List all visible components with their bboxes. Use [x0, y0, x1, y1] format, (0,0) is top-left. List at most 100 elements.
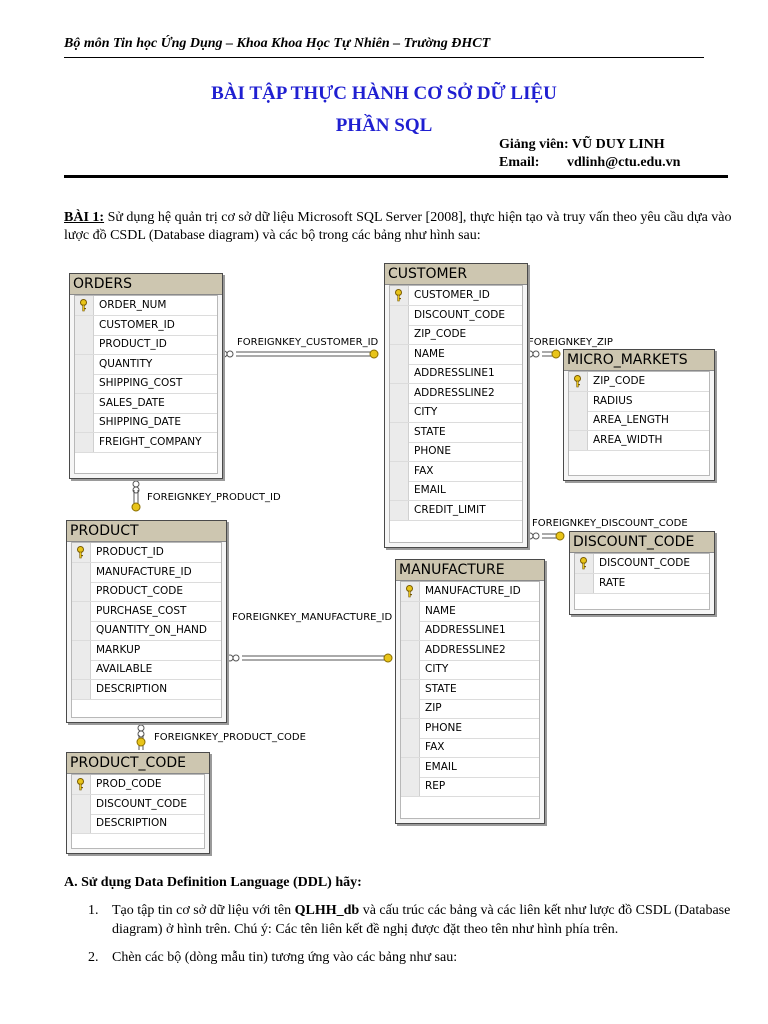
- row-selector: [569, 372, 588, 391]
- list-item-text-cont: và cấu trúc các bảng và các liên kết như…: [112, 903, 731, 937]
- column-row[interactable]: ADDRESSLINE1: [401, 621, 539, 641]
- column-row[interactable]: NAME: [390, 344, 522, 365]
- column-row[interactable]: ZIP_CODE: [569, 372, 709, 392]
- column-name: NAME: [425, 604, 456, 617]
- row-selector: [75, 432, 94, 452]
- primary-key-icon: [77, 546, 84, 559]
- row-selector: [390, 286, 409, 305]
- column-row[interactable]: FREIGHT_COMPANY: [75, 432, 217, 453]
- column-row[interactable]: PURCHASE_COST: [72, 601, 221, 622]
- row-selector: [75, 335, 94, 354]
- fk-label-discount-code: FOREIGNKEY_DISCOUNT_CODE: [532, 518, 688, 529]
- row-selector: [72, 582, 91, 601]
- column-row[interactable]: EMAIL: [390, 481, 522, 501]
- row-selector: [390, 442, 409, 461]
- column-row[interactable]: PROD_CODE: [72, 775, 204, 795]
- column-name: PROD_CODE: [96, 778, 162, 790]
- column-row[interactable]: QUANTITY_ON_HAND: [72, 621, 221, 641]
- column-row[interactable]: MARKUP: [72, 640, 221, 661]
- column-name: REP: [425, 780, 446, 792]
- column-row[interactable]: MANUFACTURE_ID: [401, 582, 539, 602]
- column-name: DISCOUNT_CODE: [96, 797, 187, 810]
- primary-key-icon: [574, 375, 581, 388]
- row-selector: [390, 364, 409, 383]
- diagram-connectors: [131, 349, 565, 750]
- column-row[interactable]: ZIP_CODE: [390, 325, 522, 345]
- column-row[interactable]: SHIPPING_COST: [75, 374, 217, 394]
- row-selector: [401, 640, 420, 660]
- column-name: EMAIL: [414, 484, 446, 496]
- title-divider: [64, 175, 728, 178]
- column-row[interactable]: MANUFACTURE_ID: [72, 562, 221, 583]
- column-row[interactable]: ADDRESSLINE2: [390, 383, 522, 404]
- column-row[interactable]: DESCRIPTION: [72, 679, 221, 700]
- row-selector: [390, 383, 409, 403]
- list-item-number: 2.: [88, 950, 99, 965]
- table-customer-title: CUSTOMER: [385, 264, 527, 285]
- column-name: CREDIT_LIMIT: [414, 503, 486, 516]
- column-row[interactable]: RADIUS: [569, 391, 709, 412]
- column-name: AREA_WIDTH: [593, 433, 663, 446]
- row-selector: [569, 430, 588, 450]
- column-row[interactable]: PRODUCT_CODE: [72, 582, 221, 602]
- column-name: ORDER_NUM: [99, 299, 167, 311]
- column-row[interactable]: SALES_DATE: [75, 393, 217, 414]
- column-name: SHIPPING_COST: [99, 377, 183, 389]
- primary-key-icon: [80, 299, 87, 312]
- row-selector: [401, 699, 420, 718]
- column-row[interactable]: AREA_WIDTH: [569, 430, 709, 451]
- column-row[interactable]: PHONE: [390, 442, 522, 462]
- column-row[interactable]: CREDIT_LIMIT: [390, 500, 522, 521]
- column-row[interactable]: STATE: [401, 679, 539, 700]
- column-row[interactable]: CUSTOMER_ID: [75, 315, 217, 336]
- email-label: Email:: [499, 155, 540, 170]
- column-row[interactable]: STATE: [390, 422, 522, 443]
- column-row[interactable]: REP: [401, 777, 539, 797]
- column-name: ZIP_CODE: [593, 375, 646, 387]
- row-selector: [72, 543, 91, 562]
- row-selector: [401, 738, 420, 757]
- column-row[interactable]: PRODUCT_ID: [75, 335, 217, 355]
- column-row[interactable]: CITY: [401, 660, 539, 680]
- column-row[interactable]: NAME: [401, 601, 539, 622]
- column-row[interactable]: DESCRIPTION: [72, 814, 204, 834]
- column-row[interactable]: AVAILABLE: [72, 660, 221, 680]
- column-row[interactable]: ZIP: [401, 699, 539, 719]
- row-selector: [575, 554, 594, 573]
- column-row[interactable]: DISCOUNT_CODE: [72, 794, 204, 815]
- row-selector: [390, 344, 409, 364]
- column-row[interactable]: SHIPPING_DATE: [75, 413, 217, 433]
- fk-label-product-id: FOREIGNKEY_PRODUCT_ID: [147, 492, 281, 503]
- column-row[interactable]: CUSTOMER_ID: [390, 286, 522, 306]
- primary-key-icon: [580, 557, 587, 570]
- column-row[interactable]: DISCOUNT_CODE: [575, 554, 709, 574]
- column-name: CITY: [425, 663, 449, 675]
- column-row[interactable]: FAX: [401, 738, 539, 758]
- row-selector: [390, 500, 409, 520]
- column-row[interactable]: AREA_LENGTH: [569, 411, 709, 431]
- row-selector: [75, 413, 94, 432]
- column-row[interactable]: PHONE: [401, 718, 539, 739]
- document-title: BÀI TẬP THỰC HÀNH CƠ SỞ DỮ LIỆU: [211, 83, 557, 104]
- column-row[interactable]: ADDRESSLINE1: [390, 364, 522, 384]
- column-row[interactable]: PRODUCT_ID: [72, 543, 221, 563]
- column-row[interactable]: ORDER_NUM: [75, 296, 217, 316]
- column-row[interactable]: CITY: [390, 403, 522, 423]
- column-name: MANUFACTURE_ID: [425, 585, 521, 597]
- column-row[interactable]: QUANTITY: [75, 354, 217, 375]
- column-row[interactable]: DISCOUNT_CODE: [390, 305, 522, 326]
- column-row[interactable]: ADDRESSLINE2: [401, 640, 539, 661]
- column-name: DISCOUNT_CODE: [599, 557, 690, 569]
- column-row[interactable]: EMAIL: [401, 757, 539, 778]
- fk-label-product-code: FOREIGNKEY_PRODUCT_CODE: [154, 732, 306, 743]
- row-selector: [390, 461, 409, 481]
- column-row[interactable]: RATE: [575, 573, 709, 594]
- column-row[interactable]: FAX: [390, 461, 522, 482]
